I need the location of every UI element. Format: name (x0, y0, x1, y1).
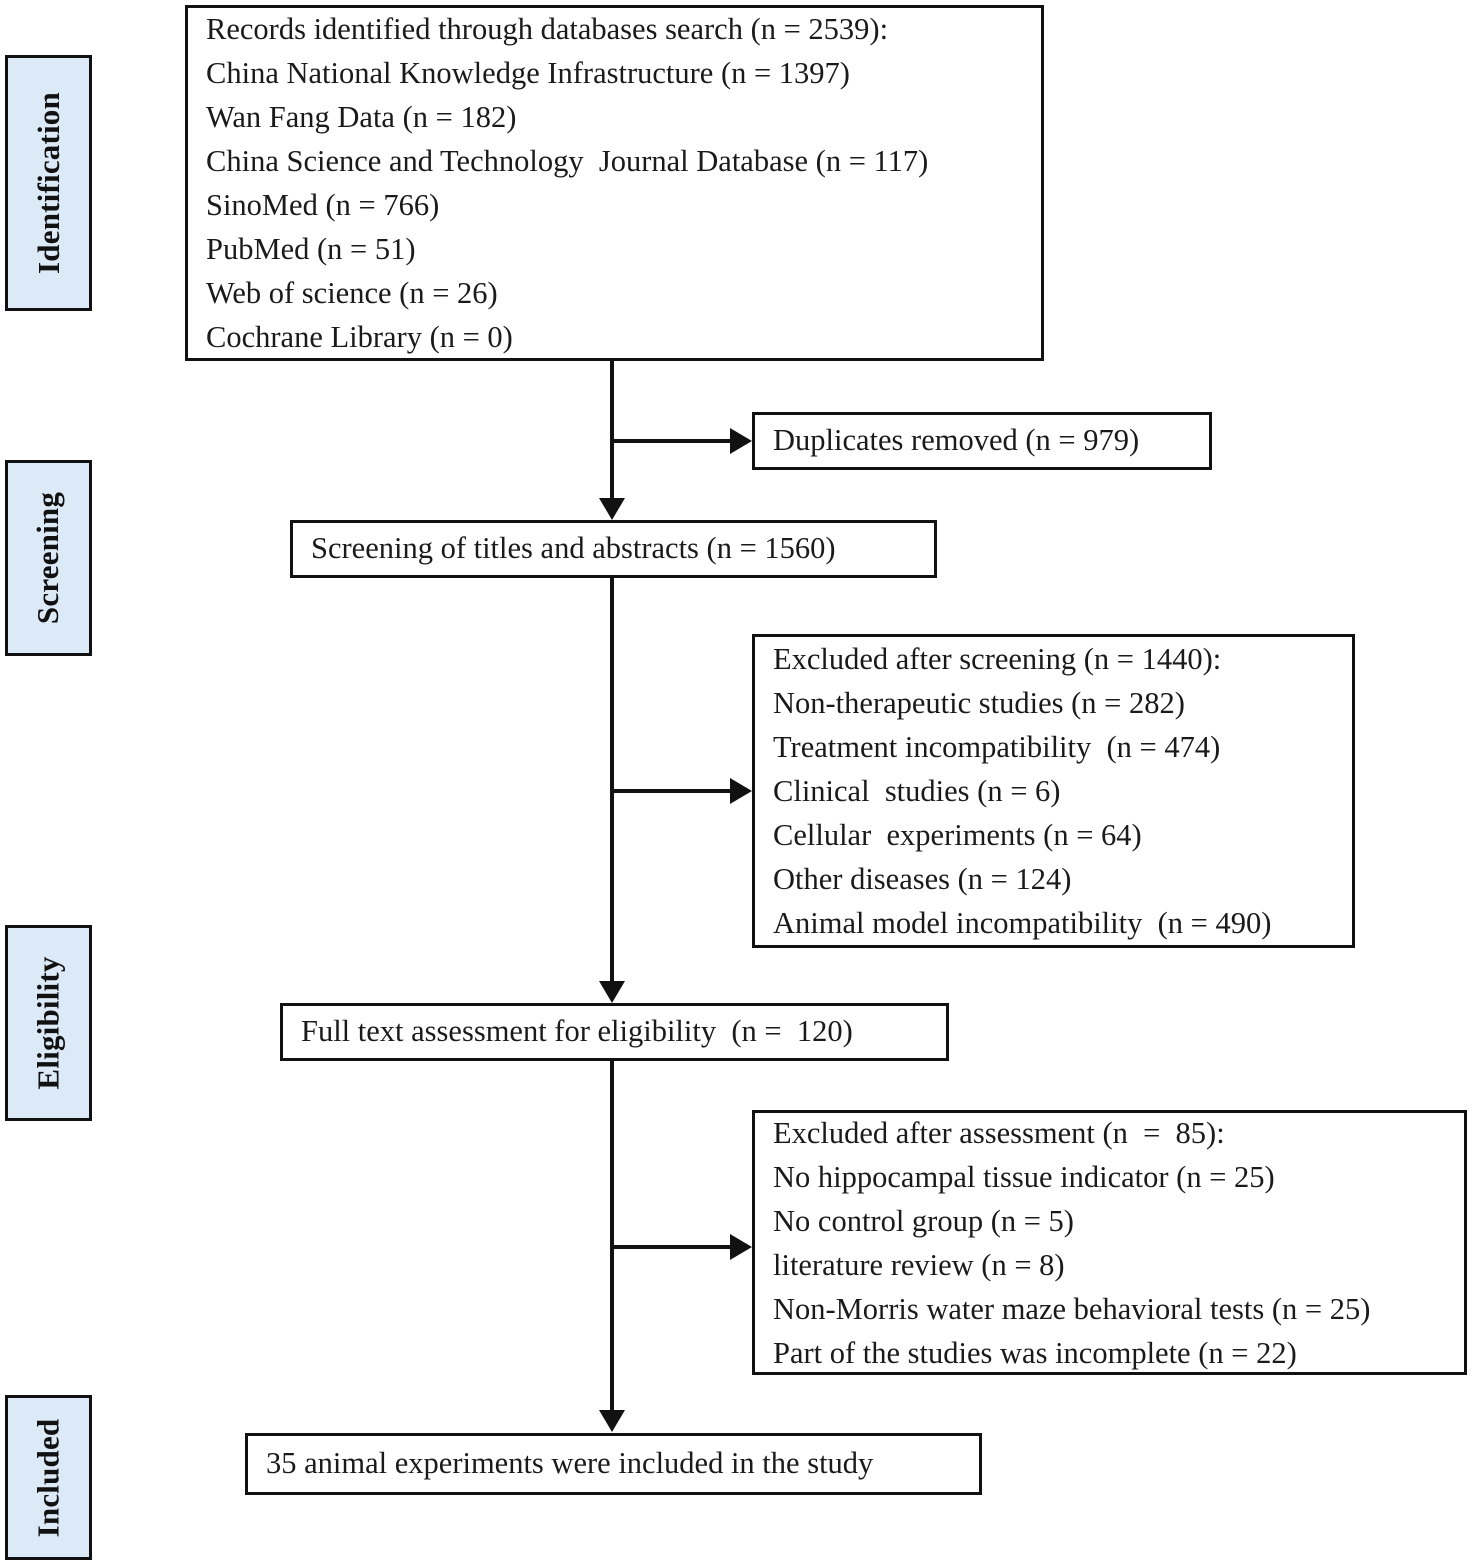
box-line: literature review (n = 8) (773, 1247, 1065, 1282)
box-included-studies: 35 animal experiments were included in t… (245, 1433, 982, 1495)
arrow-branch-to-excluded-assessment (730, 1234, 752, 1260)
box-line: Records identified through databases sea… (206, 12, 889, 46)
box-line: Excluded after assessment (n = 85): (773, 1115, 1225, 1150)
connector-identified-to-screening (610, 361, 614, 499)
box-line: Web of science (n = 26) (206, 276, 498, 310)
stage-label-screening: Screening (5, 460, 92, 656)
stage-label-eligibility: Eligibility (5, 925, 92, 1121)
box-line: No control group (n = 5) (773, 1203, 1074, 1238)
arrow-branch-to-duplicates (730, 428, 752, 454)
connector-branch-to-duplicates (612, 439, 730, 443)
box-line: No hippocampal tissue indicator (n = 25) (773, 1159, 1275, 1194)
box-line: Animal model incompatibility (n = 490) (773, 906, 1272, 940)
box-line: Excluded after screening (n = 1440): (773, 642, 1222, 676)
box-duplicates-removed: Duplicates removed (n = 979) (752, 412, 1212, 470)
box-line: Screening of titles and abstracts (n = 1… (311, 531, 836, 566)
box-screening-titles: Screening of titles and abstracts (n = 1… (290, 520, 937, 578)
box-line: Other diseases (n = 124) (773, 862, 1072, 896)
box-line: Clinical studies (n = 6) (773, 774, 1061, 808)
box-excluded-after-assessment: Excluded after assessment (n = 85): No h… (752, 1110, 1467, 1375)
box-line: Duplicates removed (n = 979) (773, 423, 1140, 458)
stage-label-identification-text: Identification (30, 92, 66, 274)
box-line: Non-Morris water maze behavioral tests (… (773, 1291, 1371, 1326)
stage-label-included: Included (5, 1395, 92, 1560)
box-line: Full text assessment for eligibility (n … (301, 1014, 853, 1049)
connector-screening-to-fulltext (610, 578, 614, 982)
box-line: 35 animal experiments were included in t… (266, 1446, 874, 1481)
stage-label-eligibility-text: Eligibility (30, 956, 66, 1090)
box-line: Non-therapeutic studies (n = 282) (773, 686, 1185, 720)
box-line: Treatment incompatibility (n = 474) (773, 730, 1221, 764)
box-line: China National Knowledge Infrastructure … (206, 56, 850, 90)
stage-label-screening-text: Screening (30, 491, 66, 625)
arrow-fulltext-to-included (599, 1410, 625, 1432)
box-records-identified: Records identified through databases sea… (185, 5, 1044, 361)
box-line: SinoMed (n = 766) (206, 188, 440, 222)
box-line: Cellular experiments (n = 64) (773, 818, 1142, 852)
box-line: Cochrane Library (n = 0) (206, 320, 513, 354)
arrow-branch-to-excluded-screening (730, 778, 752, 804)
connector-fulltext-to-included (610, 1061, 614, 1411)
stage-label-included-text: Included (30, 1418, 66, 1537)
box-line: PubMed (n = 51) (206, 232, 416, 266)
connector-branch-to-excluded-assessment (612, 1245, 730, 1249)
box-line: China Science and Technology Journal Dat… (206, 144, 929, 178)
box-excluded-after-screening: Excluded after screening (n = 1440): Non… (752, 634, 1355, 948)
connector-branch-to-excluded-screening (612, 789, 730, 793)
box-fulltext-assessment: Full text assessment for eligibility (n … (280, 1003, 949, 1061)
stage-label-identification: Identification (5, 55, 92, 311)
box-line: Wan Fang Data (n = 182) (206, 100, 517, 134)
box-line: Part of the studies was incomplete (n = … (773, 1335, 1297, 1370)
arrow-identified-to-screening (599, 498, 625, 520)
arrow-screening-to-fulltext (599, 981, 625, 1003)
